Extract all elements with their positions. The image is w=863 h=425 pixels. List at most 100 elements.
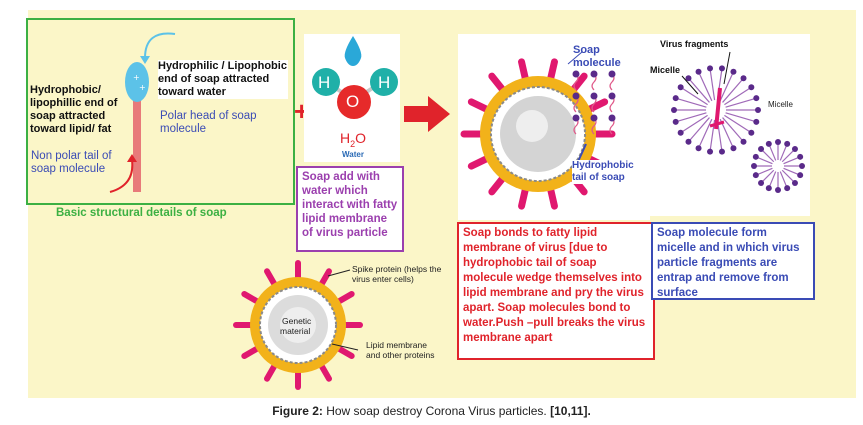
micelle-head [753, 118, 760, 125]
micelle-head [752, 172, 759, 179]
micelle-head [751, 163, 757, 169]
soap-head [590, 114, 598, 122]
micelle-head [748, 129, 755, 136]
blue-curved-arrow [144, 32, 176, 59]
soap-head [572, 92, 580, 100]
soap-head [608, 92, 616, 100]
hydrogen-atom-2 [370, 68, 398, 96]
micelle-tail [680, 114, 708, 134]
micelle-illustration [671, 51, 805, 193]
micelle-head [775, 139, 781, 145]
micelle-head [677, 129, 684, 136]
hydrophobic-end-label: Hydrophobic/ lipophillic end of soap att… [30, 84, 118, 135]
soap-head [590, 92, 598, 100]
micelle-head [672, 95, 679, 102]
water-formula: H2O [340, 130, 366, 149]
soap-tail [133, 100, 141, 192]
micelle-panel [650, 34, 810, 216]
micelle-head [784, 185, 791, 192]
micelle-head [695, 145, 702, 152]
micelle-tail [719, 71, 734, 102]
micelle-tail [724, 86, 752, 106]
micelle-head [707, 148, 714, 155]
lipid-membrane-label-1: Lipid membrane [366, 340, 427, 350]
micelle-head [672, 118, 679, 125]
micelle-label-1: Micelle [650, 65, 681, 75]
red-process-arrow [404, 96, 450, 132]
soap-virus-illustration [460, 51, 616, 210]
micelle-head [748, 84, 755, 91]
micelle-head [791, 179, 798, 186]
soap-water-box: Soap add with water which interact with … [296, 166, 404, 252]
figure-caption: Figure 2: How soap destroy Corona Virus … [0, 404, 863, 418]
micelle-head [753, 95, 760, 102]
micelle-head [765, 185, 772, 192]
svg-text:+: + [139, 83, 146, 92]
oxygen-label: O [346, 92, 360, 111]
soap-head [590, 70, 598, 78]
micelle-head [765, 140, 772, 147]
oxygen-atom [337, 85, 371, 119]
micelle-head [685, 138, 692, 145]
micelle-label-2: Micelle [768, 100, 793, 109]
micelle-head [775, 187, 781, 193]
svg-text:+: + [133, 73, 140, 82]
micelle-head [755, 107, 761, 113]
lipid-membrane-label-2: and other proteins [366, 350, 435, 360]
micelle-head [695, 68, 702, 75]
virus-anatomy-illustration [233, 260, 363, 390]
genetic-material-label-1: Genetic [282, 316, 312, 326]
micelle-head [797, 153, 804, 160]
micelle-head [707, 65, 714, 72]
red-curved-arrow [109, 159, 134, 193]
micelle-tail [781, 169, 796, 184]
micelle-head [758, 179, 765, 186]
genetic-material-label-2: material [280, 326, 311, 336]
micelle-head [671, 107, 677, 113]
micelle-head [799, 163, 805, 169]
micelle-tail [722, 77, 744, 103]
soap-head [572, 114, 580, 122]
micelle-head [784, 140, 791, 147]
micelle-tail [781, 148, 796, 163]
formula-h: H [340, 130, 351, 146]
formula-o: O [355, 130, 367, 146]
micelle-tail [688, 117, 710, 143]
micelle-description: Soap molecule form micelle and in which … [651, 222, 815, 300]
nonpolar-tail-label: Non polar tail of soap molecule [31, 150, 112, 175]
micelle-head [718, 148, 725, 155]
micelle-head [677, 84, 684, 91]
micelle-tail [675, 97, 707, 108]
micelle-tail [698, 118, 713, 149]
formula-subscript: 2 [350, 138, 356, 149]
soap-structure-panel [26, 18, 295, 205]
caption-prefix: Figure 2: [272, 404, 323, 418]
soap-molecule-diagram: + + [109, 32, 176, 193]
micelle-tail [760, 148, 775, 163]
hydrogen-label-1: H [318, 73, 331, 92]
micelle-tail [760, 169, 775, 184]
hydrogen-label-2: H [378, 73, 391, 92]
hydrophilic-end-label: Hydrophilic / Lipophobic end of soap att… [158, 60, 288, 99]
micelle-head [752, 153, 759, 160]
micelle-head [758, 146, 765, 153]
micelle-head [730, 68, 737, 75]
soap-head [125, 62, 149, 102]
micelle-head [730, 145, 737, 152]
water-molecule-icon [312, 68, 398, 119]
micelle-head [791, 146, 798, 153]
water-drop-icon [344, 36, 362, 66]
micelle-tail [724, 114, 752, 134]
micelle-tail [709, 68, 716, 101]
micelle-tail [688, 77, 710, 103]
soap-structure-title: Basic structural details of soap [56, 207, 227, 219]
soap-molecule-label: Soap molecule [573, 44, 621, 69]
caption-refs: [10,11]. [550, 404, 591, 418]
virus-fragments-label: Virus fragments [660, 39, 729, 49]
soap-head [572, 70, 580, 78]
micelle-head [685, 75, 692, 82]
micelle-tail [675, 112, 707, 123]
micelle-tail [725, 97, 757, 108]
micelle-head [740, 138, 747, 145]
micelle-tail [722, 117, 744, 143]
